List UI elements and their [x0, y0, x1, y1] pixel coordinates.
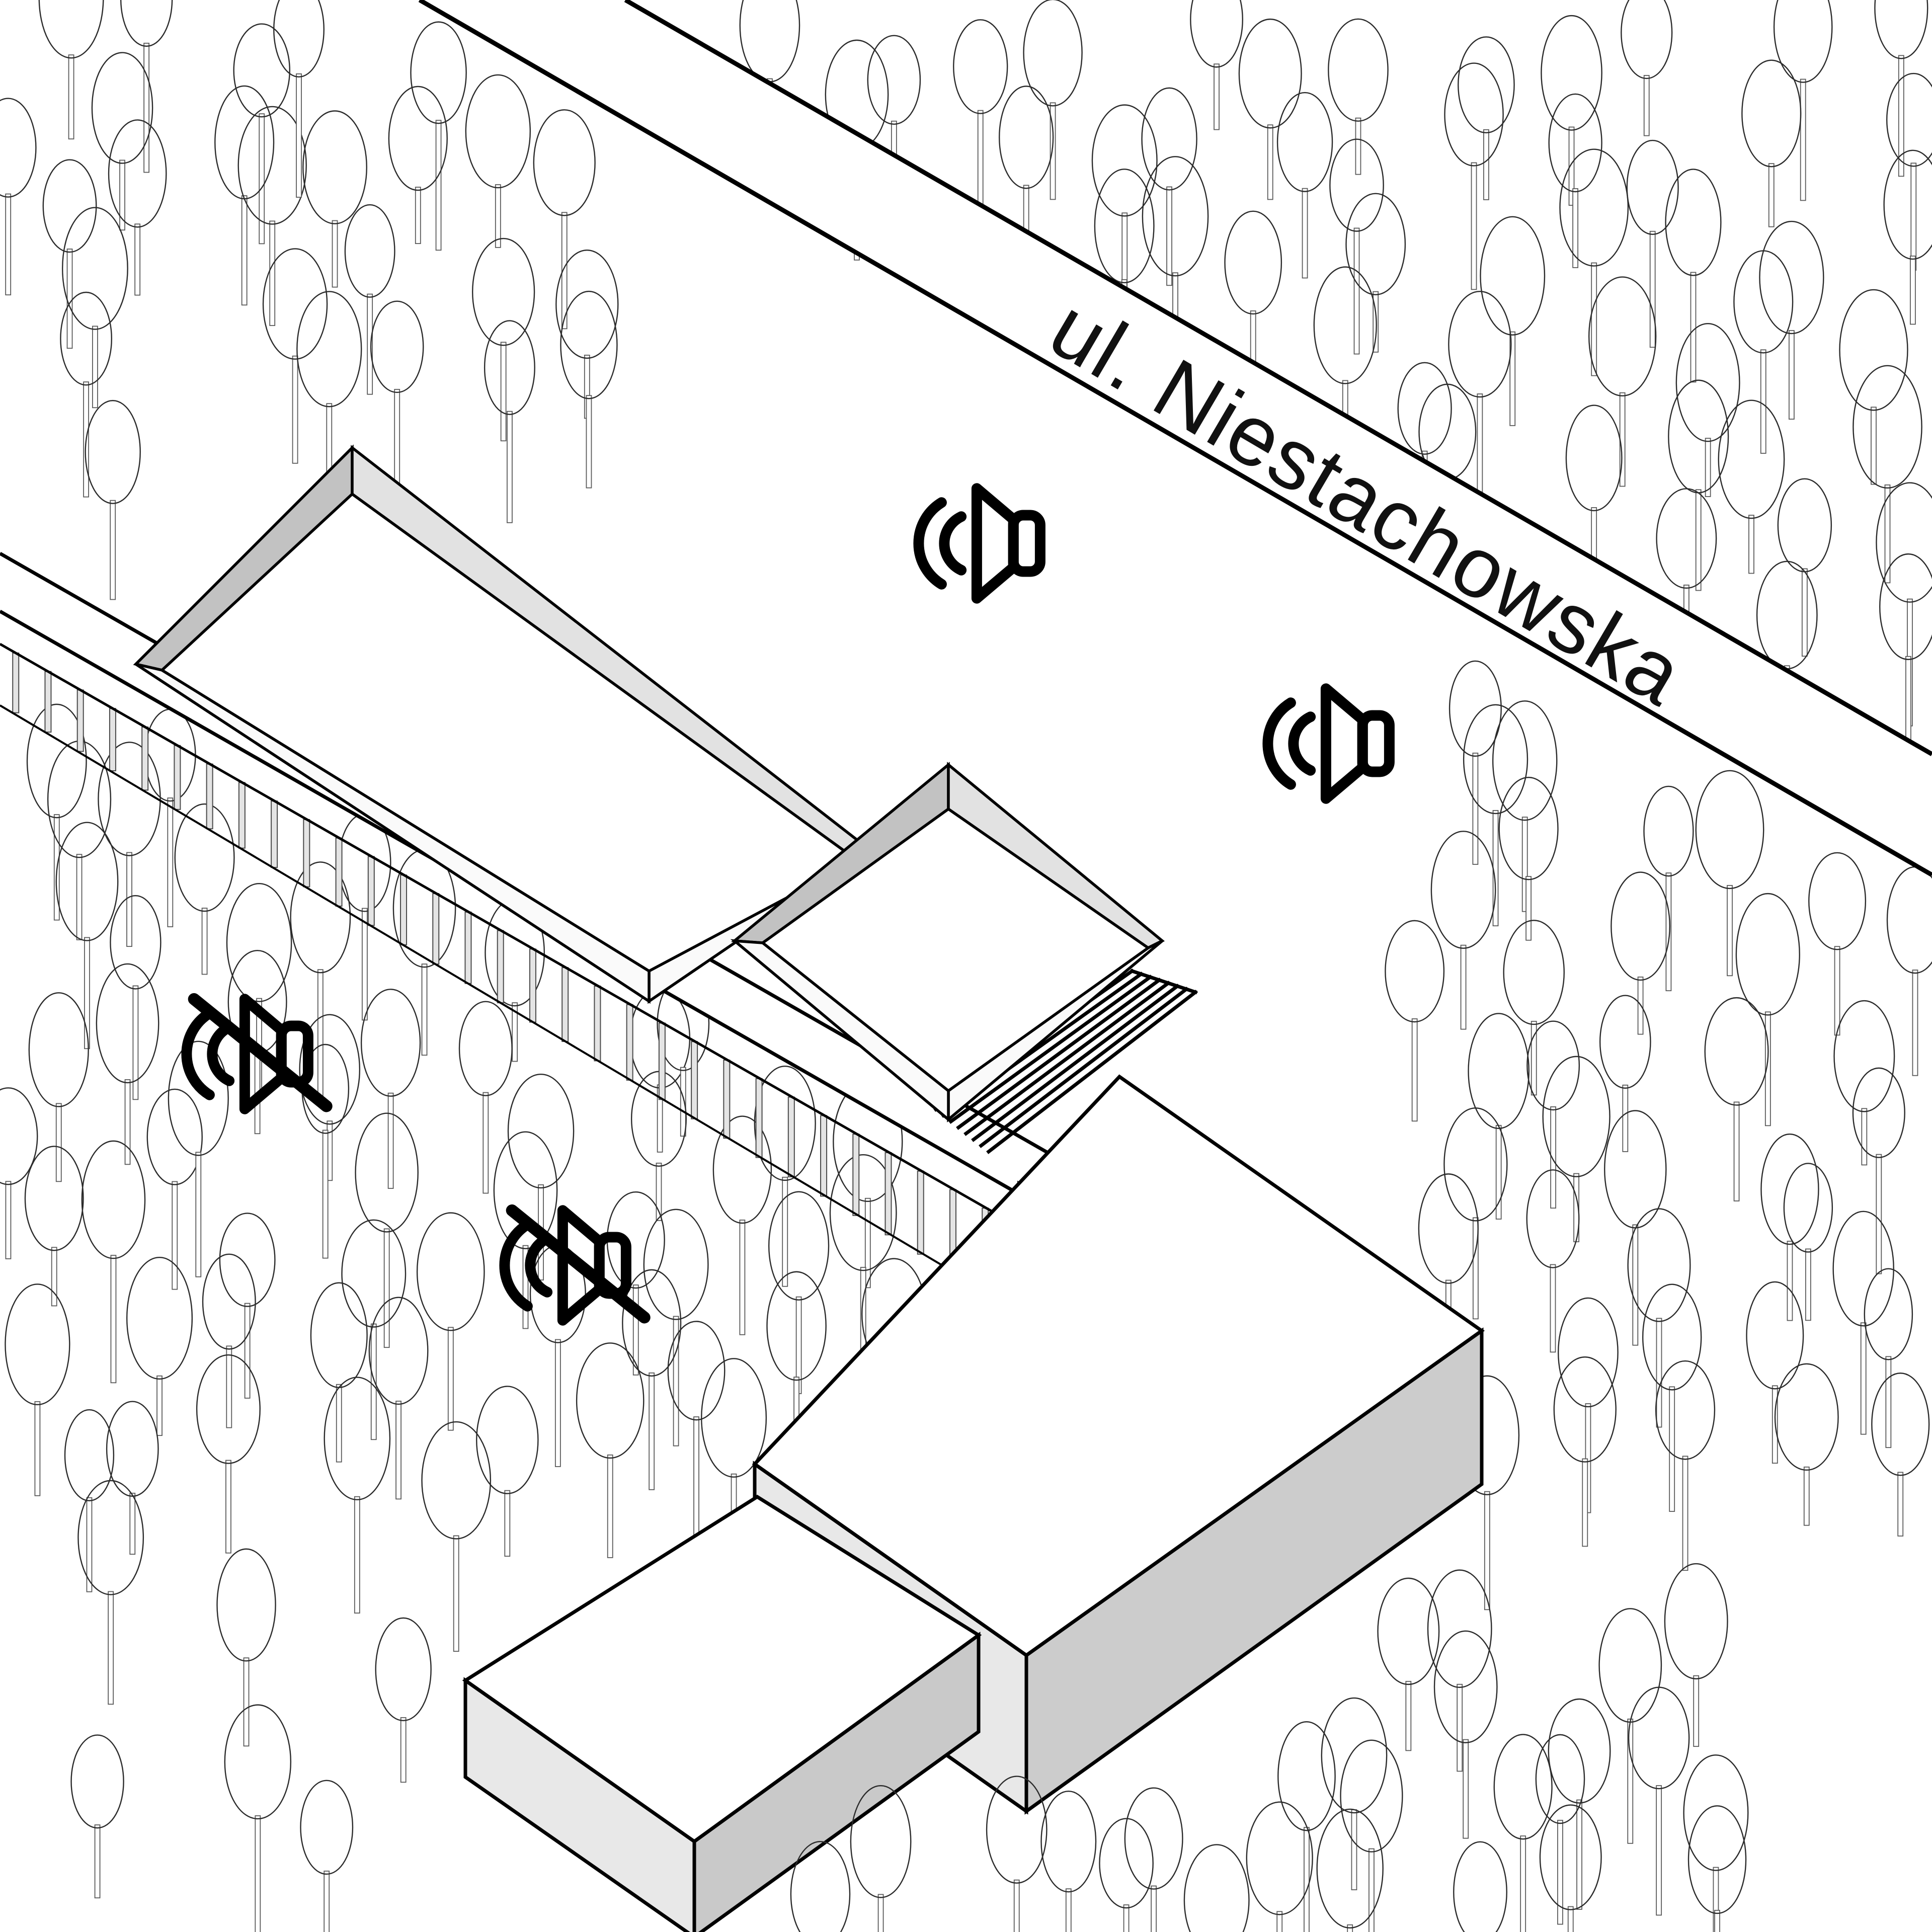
noise-muted-icon-2 [505, 1211, 645, 1320]
traffic-noise-icon-1 [919, 489, 1040, 598]
building-annex-roof [462, 1494, 982, 1844]
street-name-label: ul. Niestachowska [1034, 280, 1700, 724]
traffic-noise-icon-2 [1268, 689, 1390, 798]
courtyard-plot-small [730, 762, 1165, 1122]
building-annex-volume [462, 1494, 982, 1932]
building-main-roof [752, 1074, 1485, 1658]
fence-top-rail [0, 642, 1058, 1250]
plot-large-court-floor [159, 492, 860, 973]
tree-buffer-front-layer [790, 1563, 1749, 1932]
noise-muted-icon-1 [187, 999, 327, 1109]
street-edge-line-south [418, 0, 1932, 877]
street-edge-line-north [624, 0, 1932, 756]
courtyard-plot-large [133, 444, 873, 1004]
louver-strip [933, 969, 1198, 1154]
fence-bottom-rail [0, 704, 1058, 1334]
plot-small-court-floor [760, 807, 1151, 1093]
